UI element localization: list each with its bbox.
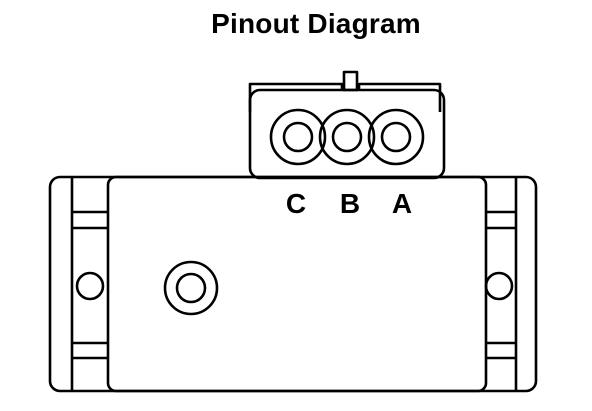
left-mounting-hole bbox=[75, 271, 105, 301]
left-mounting-flange bbox=[70, 177, 108, 391]
pin-socket-c bbox=[269, 108, 327, 166]
pin-socket-b bbox=[318, 108, 376, 166]
pin-label-a: A bbox=[392, 188, 412, 219]
page-title: Pinout Diagram bbox=[211, 8, 421, 39]
right-mounting-hole bbox=[484, 271, 514, 301]
pin-labels: C B A bbox=[286, 188, 412, 219]
vacuum-port bbox=[163, 260, 219, 316]
connector-latch-tab bbox=[342, 70, 359, 92]
right-mounting-flange bbox=[484, 177, 518, 391]
pin-label-c: C bbox=[286, 188, 306, 219]
connector-plug bbox=[248, 70, 446, 180]
pin-label-b: B bbox=[340, 188, 360, 219]
sensor-body bbox=[48, 175, 538, 393]
pin-socket-a bbox=[367, 108, 425, 166]
